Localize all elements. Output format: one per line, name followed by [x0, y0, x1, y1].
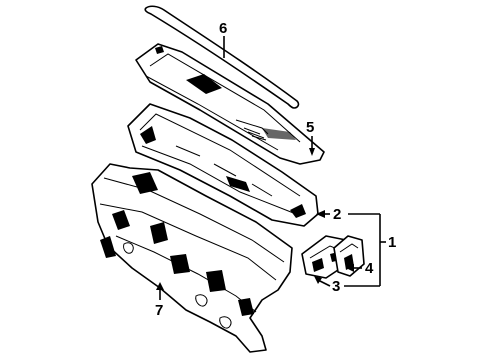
part-6-weatherstrip[interactable]	[144, 5, 300, 109]
part-4-bracket[interactable]	[333, 235, 365, 277]
callout-4: 4	[365, 260, 374, 277]
callout-1: 1	[388, 234, 396, 251]
callout-5: 5	[306, 119, 314, 136]
callout-7: 7	[155, 302, 163, 319]
leader-lines	[156, 36, 386, 300]
part-7-dash-panel[interactable]	[91, 163, 293, 353]
callout-6: 6	[219, 20, 227, 37]
callout-3: 3	[332, 278, 340, 295]
part-5-cowl-top-panel[interactable]	[135, 43, 325, 165]
callout-2: 2	[333, 206, 341, 223]
part-2-cowl-upper-panel[interactable]	[127, 103, 319, 227]
